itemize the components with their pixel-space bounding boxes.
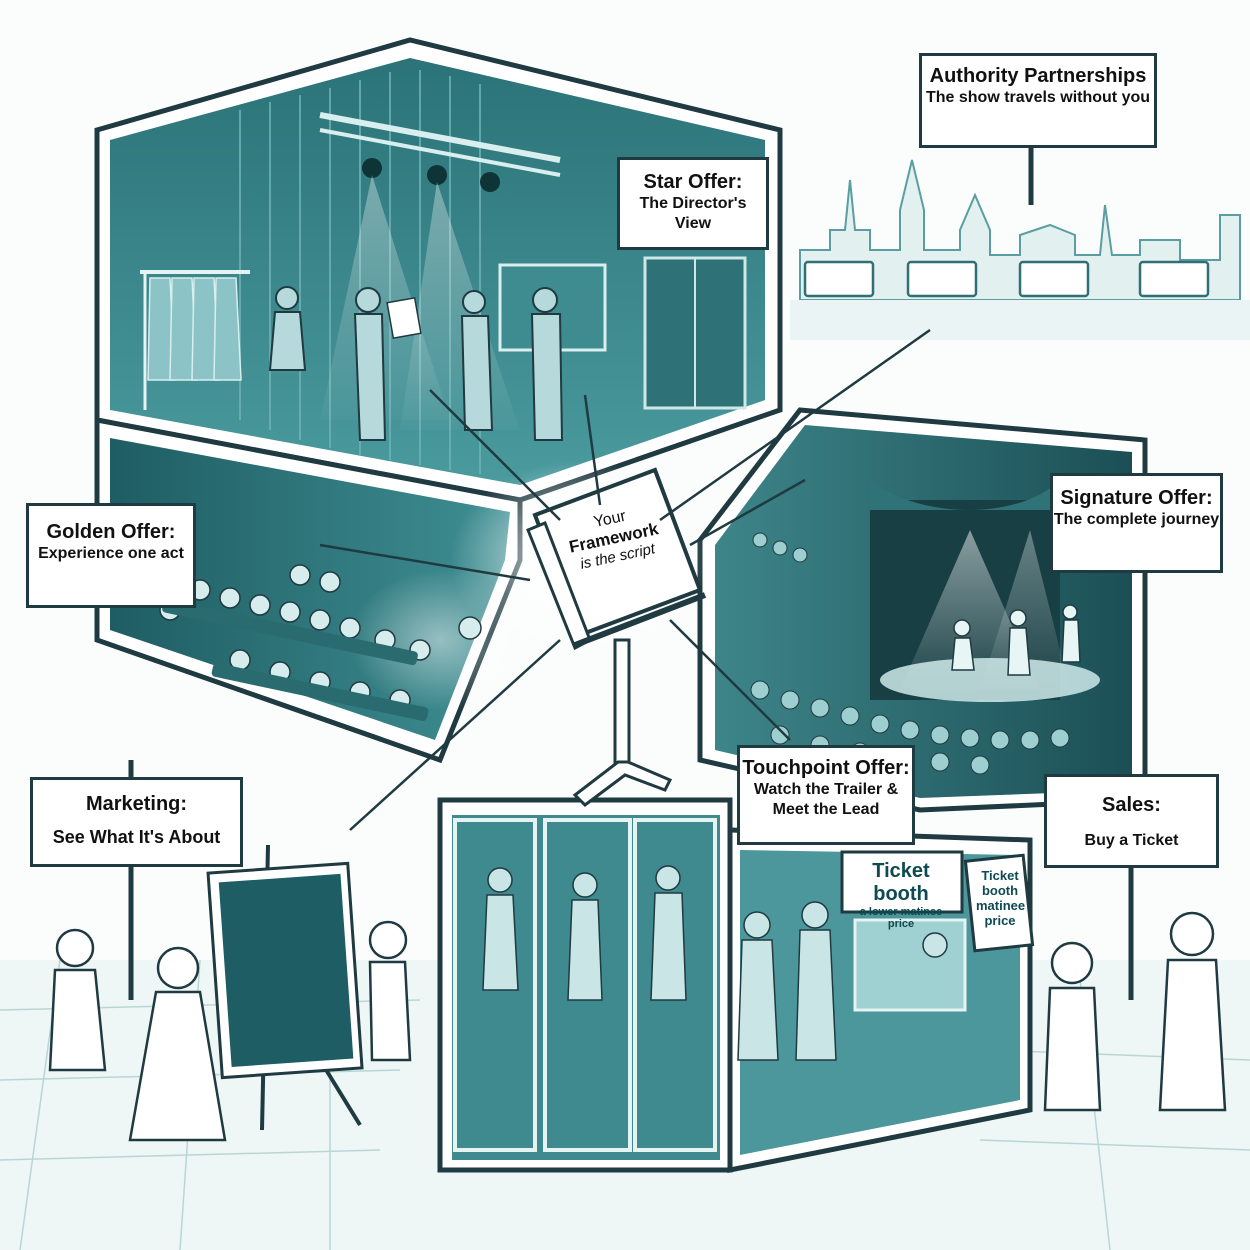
sign-golden-offer: Golden Offer: Experience one act <box>26 503 196 608</box>
pedestrians <box>48 911 1227 1142</box>
sign-subtitle: Experience one act <box>38 545 184 562</box>
sign-signature-offer: Signature Offer: The complete journey <box>1050 473 1223 573</box>
lobby <box>437 797 1035 1174</box>
room-golden-offer <box>94 416 530 764</box>
sign-title: Star Offer: <box>643 171 743 193</box>
sign-touchpoint-offer: Touchpoint Offer: Watch the Trailer & Me… <box>737 745 915 845</box>
ticket-booth-side-sign: Ticket booth matinee price <box>976 868 1026 928</box>
sign-title: Authority Partnerships <box>929 65 1147 87</box>
ticket-booth-sign: Ticket booth a lower matinee price <box>846 860 956 930</box>
sign-subtitle: The Director's View <box>639 195 747 232</box>
sign-subtitle: Watch the Trailer & Meet the Lead <box>753 781 899 818</box>
sign-subtitle: The show travels without you <box>925 89 1151 106</box>
sign-title: Touchpoint Offer: <box>742 757 910 779</box>
room-directors-view <box>94 37 783 503</box>
poster-easel <box>206 844 364 1131</box>
ticket-booth-title: Ticket booth <box>872 860 930 905</box>
ticket-booth-subtitle: a lower matinee price <box>859 906 943 930</box>
sign-title: Sales: <box>1102 794 1161 816</box>
city-ground <box>790 300 1250 340</box>
sign-subtitle: The complete journey <box>1053 511 1220 528</box>
music-stand <box>450 460 710 807</box>
sign-authority-partnerships: Authority Partnerships The show travels … <box>919 53 1157 148</box>
marquee-boards <box>803 260 1210 298</box>
sign-title: Marketing: <box>85 793 188 815</box>
sign-title: Signature Offer: <box>1060 487 1213 509</box>
sign-subtitle: Buy a Ticket <box>1084 832 1179 849</box>
sign-title: Golden Offer: <box>46 521 176 543</box>
sign-subtitle: See What It's About <box>52 827 221 847</box>
sign-marketing: Marketing: See What It's About <box>30 777 243 867</box>
sign-star-offer: Star Offer: The Director's View <box>617 157 769 250</box>
connector-lines <box>319 328 931 831</box>
sign-sales: Sales: Buy a Ticket <box>1044 774 1219 868</box>
room-signature-offer <box>697 407 1148 813</box>
